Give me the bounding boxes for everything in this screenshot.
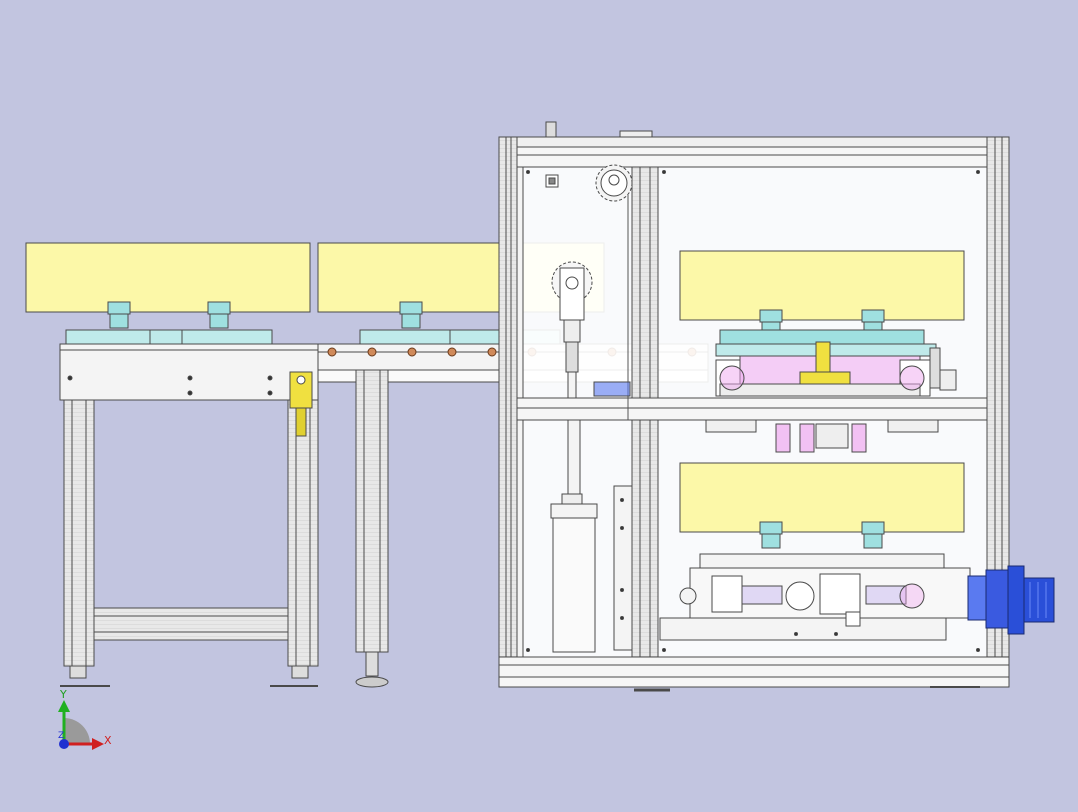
clamp-middle-1 [399, 301, 423, 329]
machine-cabinet[interactable] [498, 121, 1010, 692]
leg-left-1 [63, 399, 95, 667]
post-left [498, 136, 518, 688]
sprocket-top [595, 164, 633, 202]
leg-left-2 [287, 399, 319, 667]
left-conveyor[interactable] [25, 242, 319, 687]
pink-cylinders [775, 423, 867, 453]
conveyor-beam-left [59, 343, 319, 401]
clamp-left-2 [207, 301, 231, 329]
fixture-plate-left [65, 329, 273, 345]
pallet-left [25, 242, 311, 313]
pallet-lower [679, 462, 965, 533]
beam-middle [516, 397, 988, 421]
triad-y-label: Y [59, 688, 67, 701]
drive-motor[interactable] [967, 565, 1055, 635]
clamp-lower-1 [759, 521, 783, 549]
clamp-left-1 [107, 301, 131, 329]
leg-middle [355, 369, 389, 653]
lower-conveyor [659, 553, 971, 641]
coordinate-triad: Y X Z [58, 688, 112, 750]
pallet-upper [679, 250, 965, 321]
triad-z-label: Z [58, 731, 64, 741]
triad-x-label: X [104, 734, 112, 747]
sensor-yellow [289, 371, 313, 437]
upper-mechanism [715, 341, 957, 397]
crossbeam-left [93, 607, 289, 641]
side-rail [613, 485, 633, 651]
clamp-lower-2 [861, 521, 885, 549]
lift-cylinder [550, 261, 598, 653]
beam-bottom [498, 656, 1010, 688]
